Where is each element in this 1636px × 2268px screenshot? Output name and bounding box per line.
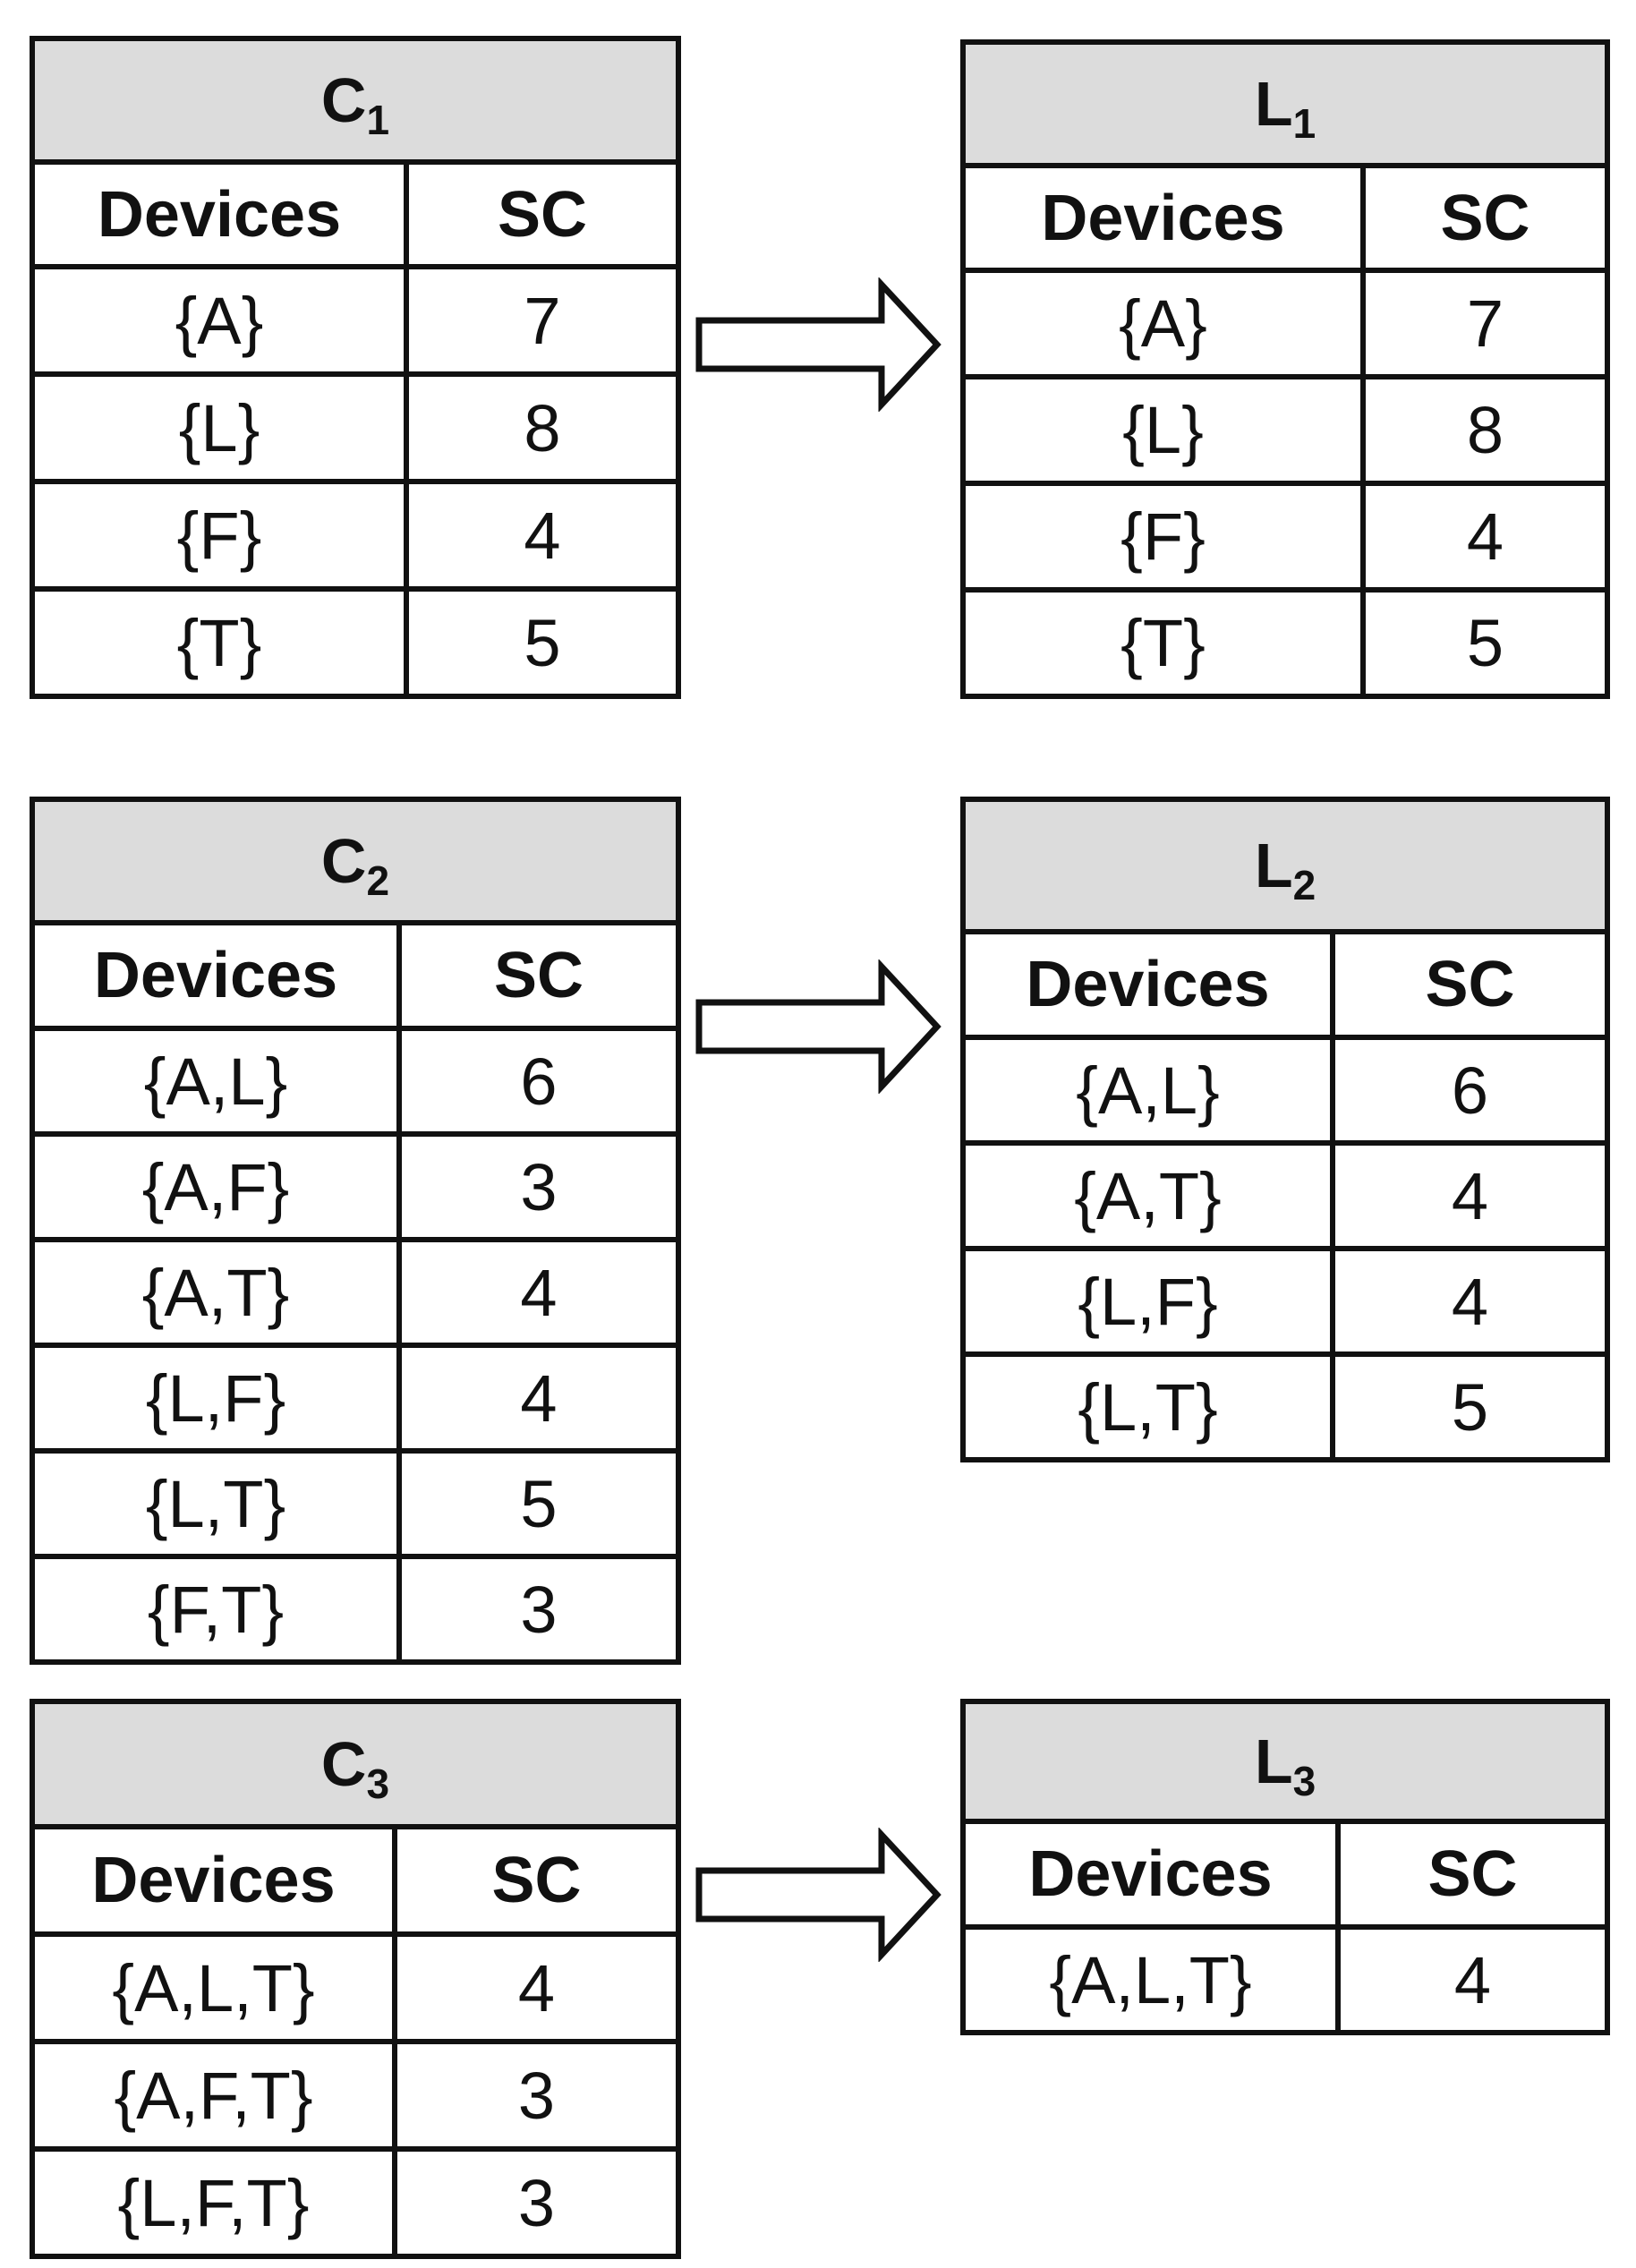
right-arrow-icon (695, 959, 942, 1094)
devices-cell: {F,T} (30, 1554, 402, 1665)
table-row: {L}8 (30, 371, 681, 484)
table-row: {A,L}6 (30, 1026, 681, 1137)
devices-cell: {L} (960, 374, 1366, 486)
table-title-l3: L3 (959, 1699, 1611, 1824)
table-row: {A,T}4 (960, 1140, 1611, 1251)
table-row: {A,T}4 (30, 1237, 681, 1348)
sc-cell: 7 (1359, 268, 1611, 379)
devices-cell: {L} (30, 371, 409, 484)
sc-cell: 4 (1334, 1924, 1611, 2035)
table-row: {A}7 (960, 268, 1611, 379)
devices-cell: {L,T} (960, 1351, 1335, 1462)
sc-cell: 4 (392, 1931, 681, 2044)
devices-cell: {A,L,T} (960, 1924, 1341, 2035)
devices-cell: {A,L} (30, 1026, 402, 1137)
table-row: {L,F}4 (30, 1343, 681, 1454)
devices-cell: {F} (960, 481, 1366, 593)
right-arrow-icon (695, 1828, 942, 1962)
table-row: {T}5 (960, 587, 1611, 699)
sc-cell: 4 (1359, 481, 1611, 593)
devices-cell: {A,L,T} (30, 1931, 397, 2044)
sc-cell: 5 (1359, 587, 1611, 699)
column-header-sc: SC (392, 1824, 681, 1937)
sc-cell: 4 (396, 1237, 681, 1348)
devices-cell: {A,F,T} (30, 2039, 397, 2152)
sc-cell: 5 (1329, 1351, 1611, 1462)
column-header-devices: Devices (960, 1819, 1341, 1930)
devices-cell: {F} (30, 479, 409, 592)
table-row: {L,F,T}3 (30, 2146, 681, 2259)
table-row: {L,T}5 (30, 1448, 681, 1559)
column-header-devices: Devices (30, 920, 402, 1031)
sc-cell: 6 (396, 1026, 681, 1137)
table-row: {F}4 (30, 479, 681, 592)
table-row: {F}4 (960, 481, 1611, 593)
sc-cell: 3 (396, 1131, 681, 1242)
table-title-l2: L2 (959, 797, 1611, 934)
sc-cell: 4 (1329, 1246, 1611, 1357)
sc-cell: 8 (404, 371, 681, 484)
table-row: {F,T}3 (30, 1554, 681, 1665)
devices-cell: {L,F} (30, 1343, 402, 1454)
table-row: {T}5 (30, 586, 681, 699)
table-row: {A,L,T}4 (960, 1924, 1611, 2035)
devices-cell: {A} (960, 268, 1366, 379)
sc-cell: 6 (1329, 1035, 1611, 1146)
column-header-sc: SC (1359, 163, 1611, 273)
table-row: {L,F}4 (960, 1246, 1611, 1357)
column-header-devices: Devices (960, 929, 1335, 1040)
table-title-l1: L1 (959, 39, 1611, 168)
column-header-sc: SC (404, 159, 681, 269)
sc-cell: 4 (404, 479, 681, 592)
devices-cell: {A} (30, 264, 409, 377)
column-header-sc: SC (1334, 1819, 1611, 1930)
devices-cell: {A,L} (960, 1035, 1335, 1146)
sc-cell: 3 (392, 2039, 681, 2152)
table-row: {L,T}5 (960, 1351, 1611, 1462)
column-header-devices: Devices (30, 159, 409, 269)
table-title-c1: C1 (30, 36, 681, 165)
devices-cell: {A,T} (960, 1140, 1335, 1251)
devices-cell: {L,T} (30, 1448, 402, 1559)
table-title-c2: C2 (30, 797, 681, 925)
sc-cell: 3 (396, 1554, 681, 1665)
sc-cell: 3 (392, 2146, 681, 2259)
table-row: {A,L}6 (960, 1035, 1611, 1146)
table-row: {A,F}3 (30, 1131, 681, 1242)
table-title-c3: C3 (30, 1699, 681, 1829)
sc-cell: 4 (1329, 1140, 1611, 1251)
table-row: {A}7 (30, 264, 681, 377)
devices-cell: {T} (30, 586, 409, 699)
table-row: {A,F,T}3 (30, 2039, 681, 2152)
column-header-sc: SC (396, 920, 681, 1031)
devices-cell: {T} (960, 587, 1366, 699)
column-header-devices: Devices (960, 163, 1366, 273)
column-header-sc: SC (1329, 929, 1611, 1040)
devices-cell: {L,F,T} (30, 2146, 397, 2259)
sc-cell: 5 (404, 586, 681, 699)
sc-cell: 7 (404, 264, 681, 377)
devices-cell: {A,F} (30, 1131, 402, 1242)
devices-cell: {L,F} (960, 1246, 1335, 1357)
sc-cell: 8 (1359, 374, 1611, 486)
table-row: {A,L,T}4 (30, 1931, 681, 2044)
table-row: {L}8 (960, 374, 1611, 486)
right-arrow-icon (695, 277, 942, 412)
sc-cell: 4 (396, 1343, 681, 1454)
column-header-devices: Devices (30, 1824, 397, 1937)
sc-cell: 5 (396, 1448, 681, 1559)
devices-cell: {A,T} (30, 1237, 402, 1348)
